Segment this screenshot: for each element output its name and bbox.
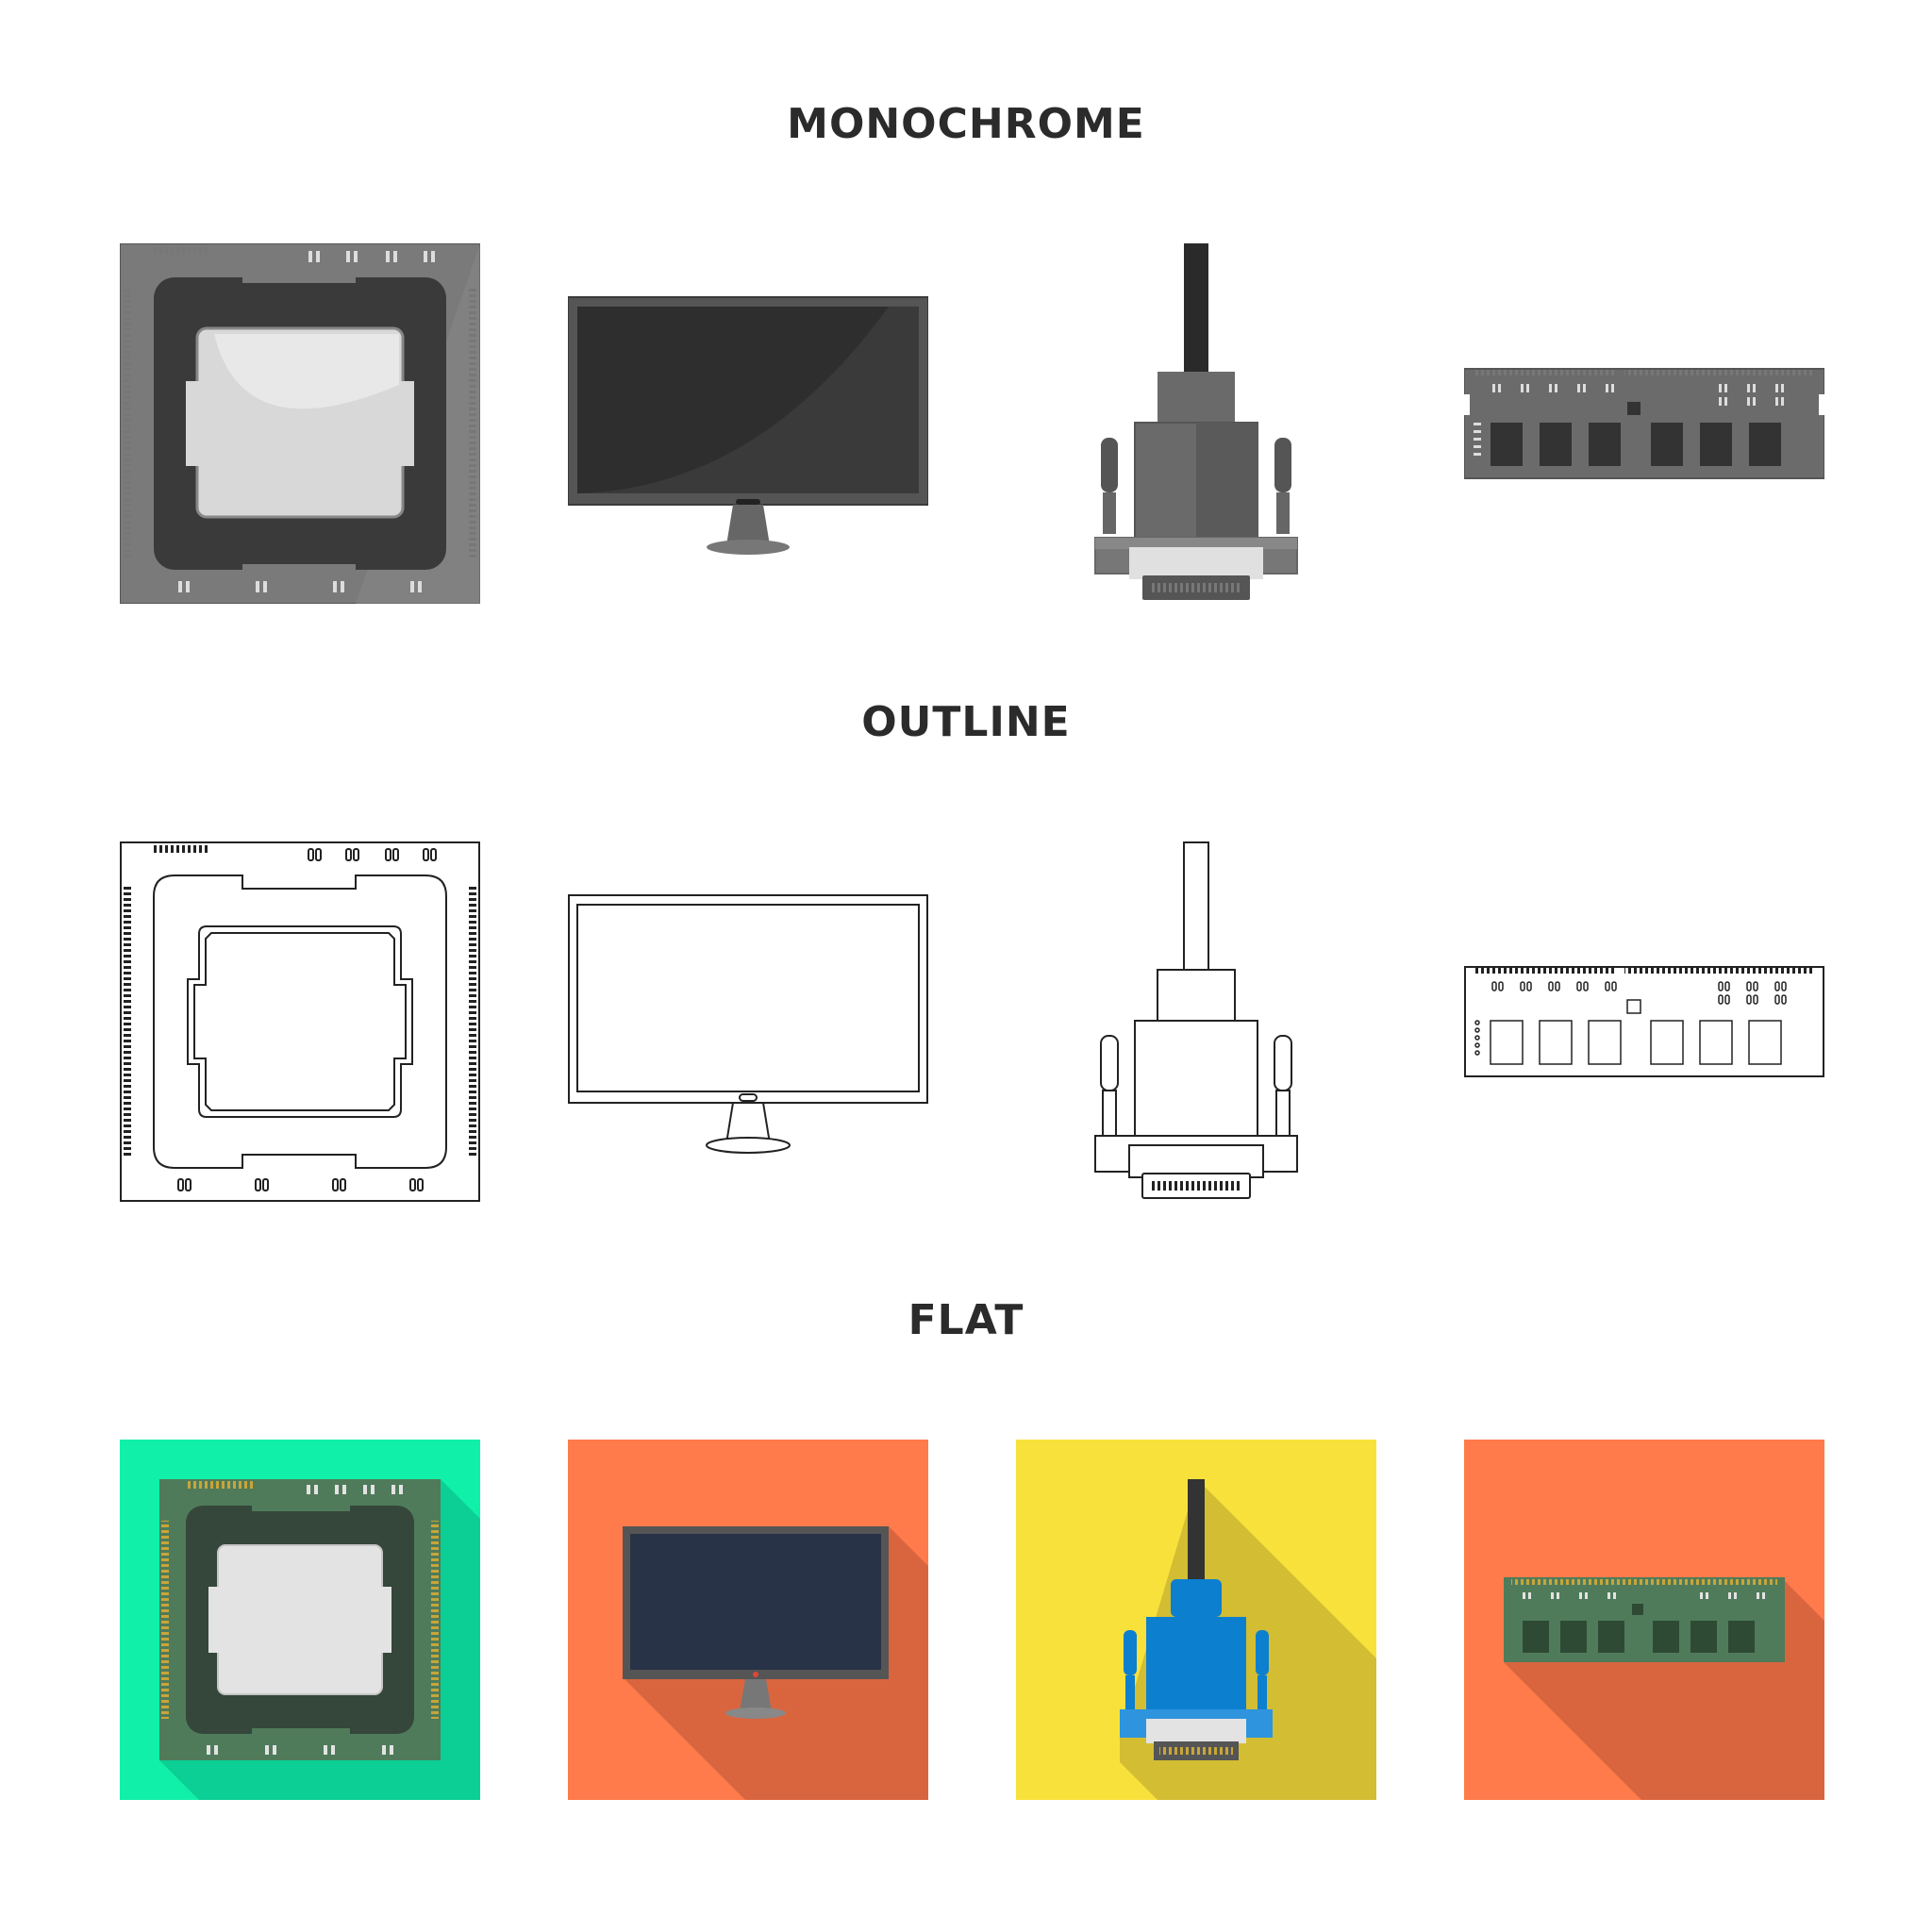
vga-connector-icon-outline bbox=[1016, 841, 1376, 1202]
cpu-icon-flat bbox=[120, 1440, 480, 1800]
ram-module-icon-flat bbox=[1464, 1440, 1824, 1800]
monitor-icon-outline bbox=[568, 841, 928, 1202]
section-title-monochrome: MONOCHROME bbox=[787, 100, 1145, 148]
section-title-outline: OUTLINE bbox=[861, 698, 1071, 746]
cpu-icon-outline bbox=[120, 841, 480, 1202]
ram-module-icon-monochrome bbox=[1464, 243, 1824, 604]
vga-connector-icon-monochrome bbox=[1016, 243, 1376, 604]
monitor-icon-flat bbox=[568, 1440, 928, 1800]
section-title-flat: FLAT bbox=[908, 1296, 1024, 1344]
monitor-icon-monochrome bbox=[568, 243, 928, 604]
vga-connector-icon-flat bbox=[1016, 1440, 1376, 1800]
ram-module-icon-outline bbox=[1464, 841, 1824, 1202]
cpu-icon-monochrome bbox=[120, 243, 480, 604]
